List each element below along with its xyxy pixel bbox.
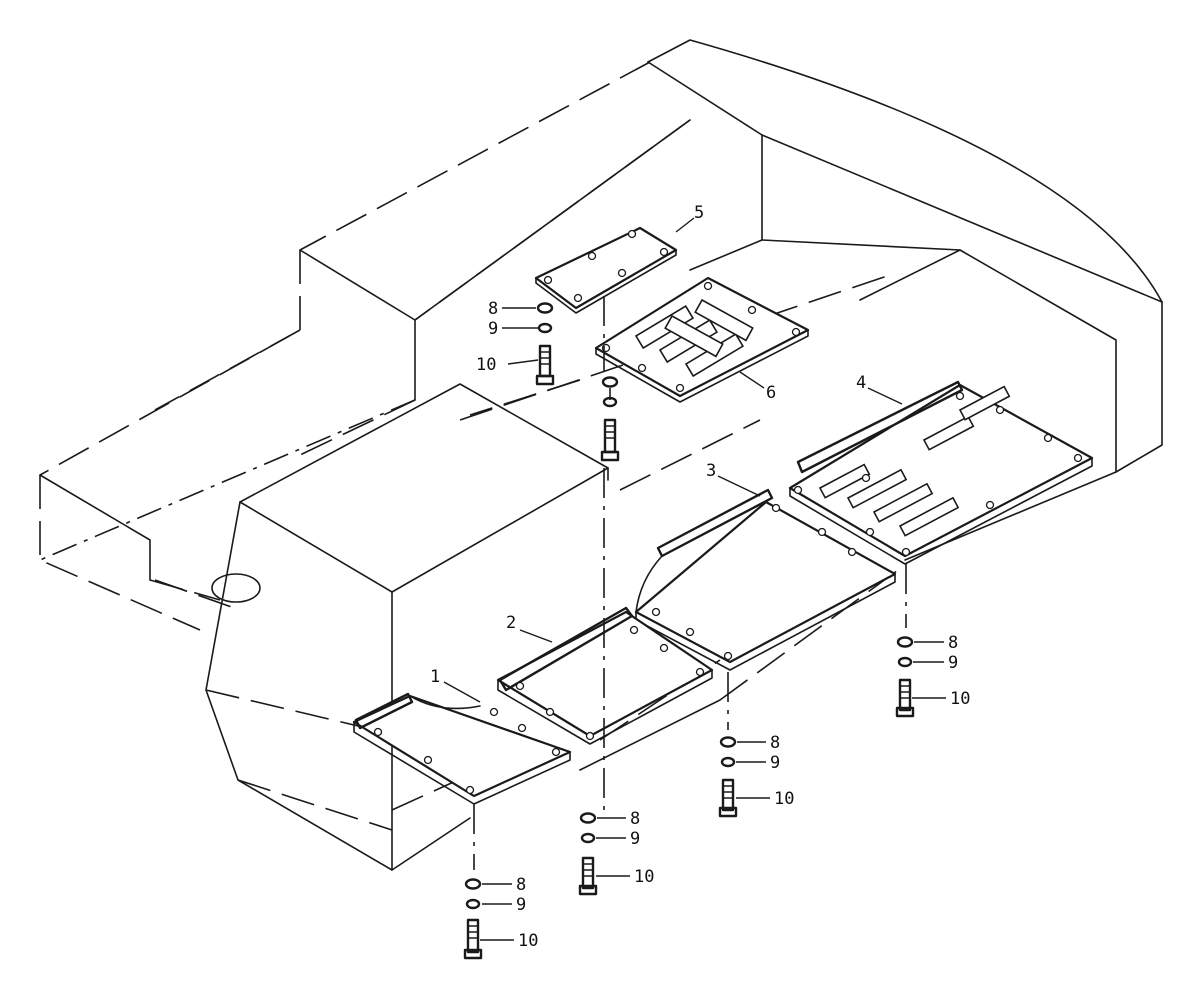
callout-8: 8 (516, 875, 526, 895)
washer-9 (580, 832, 596, 844)
bolt-10 (463, 918, 483, 960)
frame-outline (39, 39, 1163, 871)
callout-10: 10 (476, 355, 496, 375)
washer-8 (719, 736, 737, 748)
callout-labels: 1 2 3 4 5 6 8 9 10 8 9 10 8 9 10 8 9 10 … (430, 203, 970, 951)
washer-9 (537, 322, 553, 334)
washer-9 (465, 898, 481, 910)
callout-9: 9 (770, 753, 780, 773)
callout-9: 9 (948, 653, 958, 673)
callout-8: 8 (630, 809, 640, 829)
callout-1: 1 (430, 667, 440, 687)
fastener-stack-plate-5 (535, 302, 555, 386)
bolt-10 (718, 778, 738, 818)
fastener-stack-plate-6 (600, 376, 620, 462)
bolt-10 (895, 678, 915, 718)
callout-2: 2 (506, 613, 516, 633)
bolt-10 (535, 344, 555, 386)
callout-10: 10 (634, 867, 654, 887)
fastener-stack-plate-2 (578, 812, 598, 896)
washer-9 (720, 756, 736, 768)
cover-plate-5 (534, 226, 678, 314)
fastener-stack-plate-1 (463, 878, 483, 960)
callout-4: 4 (856, 373, 866, 393)
callout-9: 9 (630, 829, 640, 849)
fastener-stack-plate-3 (718, 736, 738, 818)
grated-plate-4 (788, 380, 1094, 565)
callout-9: 9 (488, 319, 498, 339)
bolt-10 (600, 418, 620, 462)
leader-lines (443, 217, 946, 941)
grated-plate-6 (594, 276, 810, 403)
bolt-10 (578, 856, 598, 896)
callout-5: 5 (694, 203, 704, 223)
floor-plate-1 (352, 692, 572, 805)
callout-3: 3 (706, 461, 716, 481)
callout-8: 8 (488, 299, 498, 319)
fastener-centerlines (473, 296, 907, 870)
callout-8: 8 (770, 733, 780, 753)
washer-8 (896, 636, 914, 648)
callout-10: 10 (774, 789, 794, 809)
washer-9 (897, 656, 913, 668)
callout-6: 6 (766, 383, 776, 403)
washer-8 (579, 812, 597, 824)
washer-8 (601, 376, 619, 388)
washer-8 (536, 302, 554, 314)
washer-9 (602, 396, 618, 408)
callout-8: 8 (948, 633, 958, 653)
washer-8 (464, 878, 482, 890)
callout-10: 10 (950, 689, 970, 709)
fastener-stack-plate-4 (895, 636, 915, 718)
callout-9: 9 (516, 895, 526, 915)
callout-10: 10 (518, 931, 538, 951)
floor-plate-2 (496, 606, 714, 745)
floor-plate-3 (634, 488, 897, 671)
